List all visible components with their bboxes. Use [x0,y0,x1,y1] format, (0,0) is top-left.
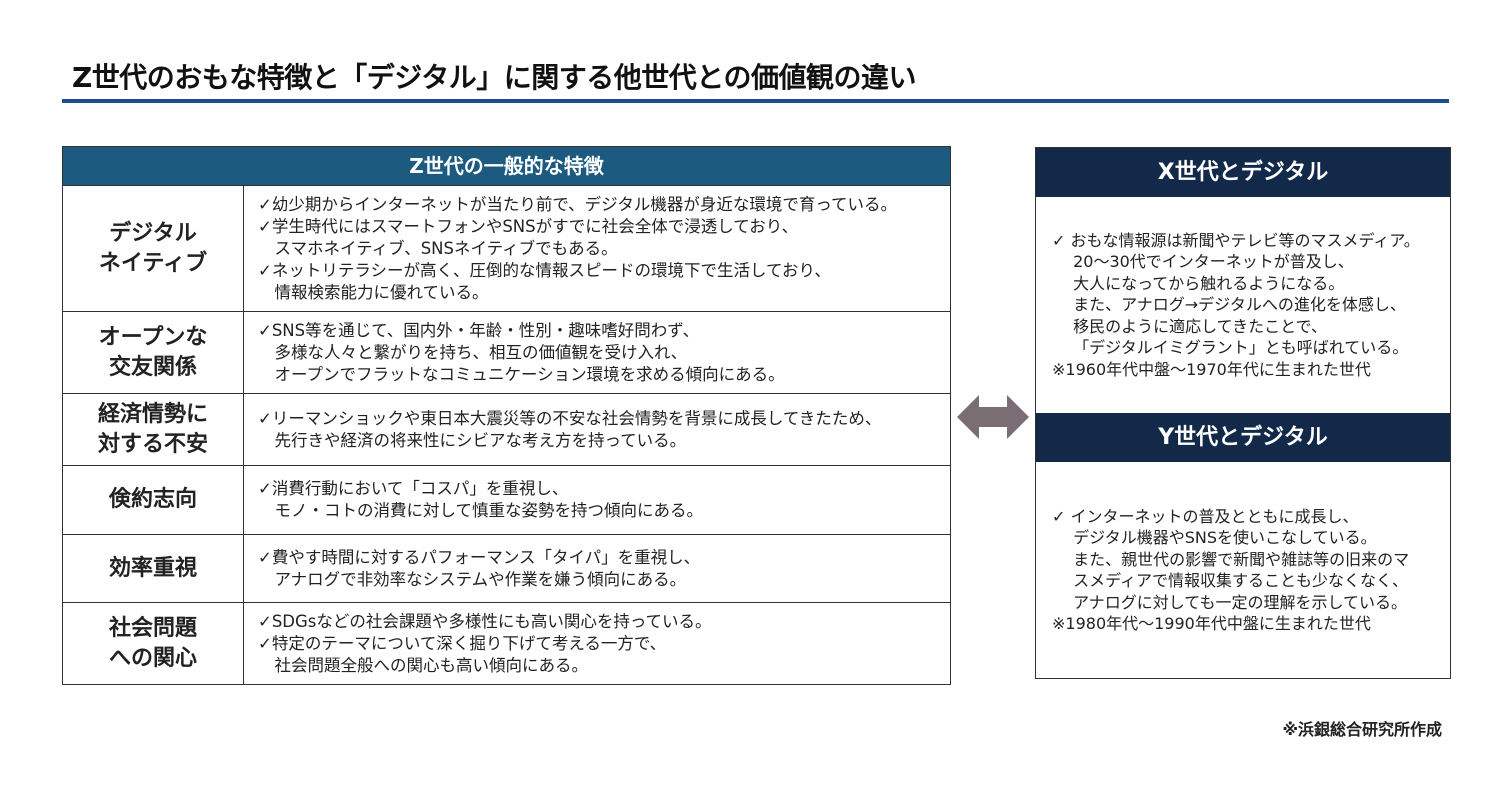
row-description: ✓SNS等を通じて、国内外・年齢・性別・趣味嗜好問わず、 多様な人々と繋がりを持… [244,312,950,393]
row-label: デジタル ネイティブ [63,186,244,311]
description-line: オープンでフラットなコミュニケーション環境を求める傾向にある。 [258,364,785,384]
body-line: また、アナログ→デジタルへの進化を体感し、 [1052,295,1406,315]
source-note: ※浜銀総合研究所作成 [1282,720,1442,739]
table-row: オープンな 交友関係✓SNS等を通じて、国内外・年齢・性別・趣味嗜好問わず、 多… [63,311,950,393]
x-gen-body: ✓ おもな情報源は新聞やテレビ等のマスメディア。 20～30代でインターネットが… [1036,197,1450,413]
row-label: 倹約志向 [63,466,244,534]
body-line: また、親世代の影響で新聞や雑誌等の旧来のマ [1052,549,1410,569]
table-header: Z世代の一般的な特徴 [63,147,950,185]
description-line: ✓学生時代にはスマートフォンやSNSがすでに社会全体で浸透しており、 [258,216,799,236]
body-line: 移民のように適応してきたことで、 [1052,316,1328,336]
row-label: オープンな 交友関係 [63,312,244,393]
row-description: ✓幼少期からインターネットが当たり前で、デジタル機器が身近な環境で育っている。✓… [244,186,950,311]
body-line: アナログに対しても一定の理解を示している。 [1052,592,1408,612]
description-line: 多様な人々と繋がりを持ち、相互の価値観を受け入れ、 [258,342,688,362]
table-row: 経済情勢に 対する不安✓リーマンショックや東日本大震災等の不安な社会情勢を背景に… [63,393,950,465]
body-line: ※1960年代中盤～1970年代に生まれた世代 [1052,359,1371,379]
page-title: Z世代のおもな特徴と「デジタル」に関する他世代との価値観の違い [72,61,916,94]
body-line: 「デジタルイミグラント」とも呼ばれている。 [1052,338,1409,358]
table-row: 倹約志向✓消費行動において「コスパ」を重視し、 モノ・コトの消費に対して慎重な姿… [63,465,950,534]
row-description: ✓リーマンショックや東日本大震災等の不安な社会情勢を背景に成長してきたため、 先… [244,394,950,465]
description-line: ✓ネットリテラシーが高く、圧倒的な情報スピードの環境下で生活しており、 [258,260,831,280]
z-generation-table: Z世代の一般的な特徴 デジタル ネイティブ✓幼少期からインターネットが当たり前で… [62,146,951,685]
description-line: ✓費やす時間に対するパフォーマンス「タイパ」を重視し、 [258,547,701,567]
table-row: デジタル ネイティブ✓幼少期からインターネットが当たり前で、デジタル機器が身近な… [63,185,950,311]
other-generations-panel: X世代とデジタル ✓ おもな情報源は新聞やテレビ等のマスメディア。 20～30代… [1035,147,1451,679]
body-line: デジタル機器やSNSを使いこなしている。 [1052,528,1377,547]
description-line: 先行きや経済の将来性にシビアな考え方を持っている。 [258,430,687,450]
body-line: ✓ インターネットの普及とともに成長し、 [1052,506,1359,526]
body-line: 20～30代でインターネットが普及し、 [1052,252,1354,272]
description-line: ✓SNS等を通じて、国内外・年齢・性別・趣味嗜好問わず、 [258,320,700,340]
description-line: アナログで非効率なシステムや作業を嫌う傾向にある。 [258,569,687,589]
description-line: 情報検索能力に優れている。 [258,282,489,302]
y-gen-body: ✓ インターネットの普及とともに成長し、 デジタル機器やSNSを使いこなしている… [1036,462,1450,678]
row-label: 経済情勢に 対する不安 [63,394,244,465]
title-underline [62,99,1449,103]
row-description: ✓費やす時間に対するパフォーマンス「タイパ」を重視し、 アナログで非効率なシステ… [244,535,950,602]
row-description: ✓消費行動において「コスパ」を重視し、 モノ・コトの消費に対して慎重な姿勢を持つ… [244,466,950,534]
row-label: 社会問題 への関心 [63,603,244,684]
description-line: モノ・コトの消費に対して慎重な姿勢を持つ傾向にある。 [258,501,704,520]
body-line: ✓ おもな情報源は新聞やテレビ等のマスメディア。 [1052,230,1420,250]
table-row: 効率重視✓費やす時間に対するパフォーマンス「タイパ」を重視し、 アナログで非効率… [63,534,950,602]
description-line: ✓リーマンショックや東日本大震災等の不安な社会情勢を背景に成長してきたため、 [258,408,882,428]
description-line: ✓特定のテーマについて深く掘り下げて考える一方で、 [258,633,667,653]
body-line: スメディアで情報収集することも少なくなく、 [1052,571,1408,590]
double-arrow-icon [957,395,1029,439]
body-line: 大人になってから触れるようになる。 [1052,273,1345,293]
description-line: ✓消費行動において「コスパ」を重視し、 [258,479,569,498]
y-gen-header: Y世代とデジタル [1036,413,1450,462]
row-label: 効率重視 [63,535,244,602]
x-gen-header: X世代とデジタル [1036,148,1450,197]
description-line: スマホネイティブ、SNSネイティブでもある。 [258,238,618,258]
body-line: ※1980年代～1990年代中盤に生まれた世代 [1052,614,1371,633]
row-description: ✓SDGsなどの社会課題や多様性にも高い関心を持っている。✓特定のテーマについて… [244,603,950,684]
description-line: ✓幼少期からインターネットが当たり前で、デジタル機器が身近な環境で育っている。 [258,194,898,214]
description-line: 社会問題全般への関心も高い傾向にある。 [258,655,589,675]
description-line: ✓SDGsなどの社会課題や多様性にも高い関心を持っている。 [258,611,712,631]
table-row: 社会問題 への関心✓SDGsなどの社会課題や多様性にも高い関心を持っている。✓特… [63,602,950,684]
